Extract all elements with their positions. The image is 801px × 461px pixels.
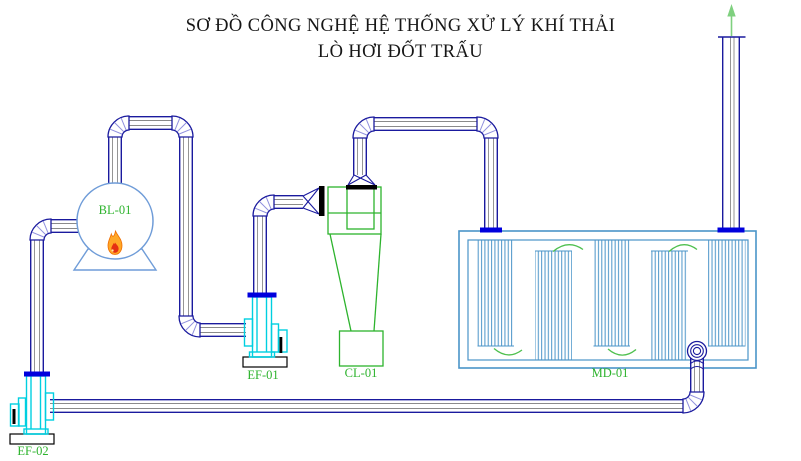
boiler-label: BL-01 xyxy=(98,203,132,217)
fan-outlet-flange xyxy=(247,292,277,298)
fan-motor xyxy=(277,329,288,353)
cyclone-dust-bin xyxy=(338,330,384,367)
fan-inlet-flange xyxy=(243,318,254,347)
exhaust-fan-ef01 xyxy=(242,292,288,368)
cyclone-outlet-plate xyxy=(346,185,377,190)
pipework xyxy=(29,37,740,414)
cyclone-inlet-plate xyxy=(319,186,325,216)
exhaust-fan-2-label: EF-02 xyxy=(17,444,49,458)
dust-module-md01 xyxy=(458,230,757,369)
boiler-bl01 xyxy=(72,182,158,271)
diagram-title-line2: LÒ HƠI ĐỐT TRẤU xyxy=(317,42,484,62)
cyclone-cl01 xyxy=(327,186,384,367)
diagram-title-line1: SƠ ĐỒ CÔNG NGHỆ HỆ THỐNG XỬ LÝ KHÍ THẢI xyxy=(185,16,616,36)
dust-module-label: MD-01 xyxy=(591,366,629,380)
flame-icon xyxy=(107,229,123,255)
cyclone-label: CL-01 xyxy=(344,366,378,380)
fan-base xyxy=(9,433,55,445)
fan-motor xyxy=(9,403,20,427)
stack-chimney xyxy=(718,4,746,38)
exhaust-fan-ef02 xyxy=(9,371,55,445)
boiler-shell xyxy=(76,182,154,260)
md01-inlet-flange xyxy=(480,227,502,233)
diagram-title: SƠ ĐỒ CÔNG NGHỆ HỆ THỐNG XỬ LÝ KHÍ THẢI … xyxy=(0,13,801,65)
cyclone-inlet-cone xyxy=(302,187,320,215)
cyclone-outlet-cone xyxy=(347,174,376,186)
baffle-banks xyxy=(477,240,746,360)
exhaust-fan-1-label: EF-01 xyxy=(247,368,279,382)
fan-outlet-flange xyxy=(24,371,50,377)
fan-base xyxy=(242,356,288,368)
emission-arrow-icon xyxy=(727,4,736,36)
flow-direction-arcs xyxy=(493,244,698,356)
stack-flange xyxy=(717,227,745,233)
md01-outlet-elbow xyxy=(686,340,708,370)
fan-inlet-flange xyxy=(44,392,55,421)
